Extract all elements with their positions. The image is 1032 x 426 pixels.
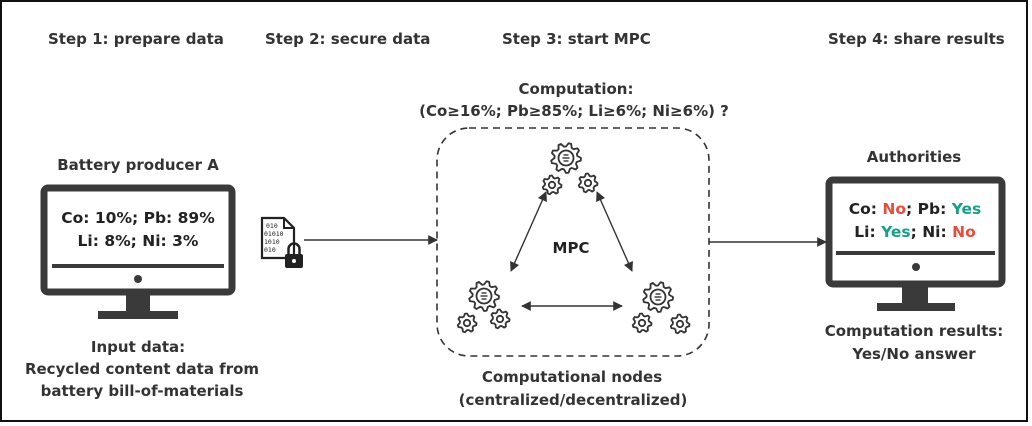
producer-monitor-icon <box>40 184 236 319</box>
ni-result: No <box>952 223 976 241</box>
gear-icon <box>642 281 674 313</box>
gear-icon <box>541 174 563 196</box>
ni-label: ; Ni: <box>910 223 947 241</box>
li-label: Li: <box>854 223 876 241</box>
gear-icon <box>489 308 511 330</box>
gear-icon <box>577 172 599 194</box>
gear-icon <box>631 312 653 334</box>
binary-line-4: 010 <box>264 246 276 254</box>
encrypted-file-icon: 010 01010 1010 010 <box>260 216 303 268</box>
authorities-title: Authorities <box>866 148 962 166</box>
co-result: No <box>882 200 907 218</box>
step-4-label: Step 4: share results <box>828 30 1005 48</box>
binary-line-1: 010 <box>266 222 278 230</box>
computation-title: Computation: <box>518 80 634 98</box>
producer-caption-line-3: battery bill-of-materials <box>40 382 244 400</box>
gear-icon <box>669 313 691 335</box>
gear-icon <box>550 142 582 174</box>
mpc-label: MPC <box>553 239 590 257</box>
arrow-node-top-right <box>596 191 633 272</box>
computation-condition: (Co≥16%; Pb≥85%; Li≥6%; Ni≥6%) ? <box>419 102 729 120</box>
padlock-icon <box>285 242 303 268</box>
binary-line-2: 01010 <box>264 230 284 238</box>
authorities-screen-line-1: Co: No; Pb: Yes <box>849 199 981 220</box>
gear-icon <box>468 280 500 312</box>
mpc-caption-line-2: (centralized/decentralized) <box>458 391 688 409</box>
li-result: Yes <box>881 223 911 241</box>
co-label: Co: <box>848 200 877 218</box>
gear-icon <box>456 312 478 334</box>
authorities-monitor-icon <box>825 176 1006 311</box>
producer-title: Battery producer A <box>57 156 219 174</box>
arrow-node-top-left <box>510 191 547 272</box>
step-1-label: Step 1: prepare data <box>48 30 224 48</box>
producer-screen-line-1: Co: 10%; Pb: 89% <box>61 209 215 227</box>
mpc-caption-line-1: Computational nodes <box>481 368 663 386</box>
pb-label: ; Pb: <box>906 200 947 218</box>
producer-screen-line-2: Li: 8%; Ni: 3% <box>77 232 199 250</box>
computational-node-right <box>631 281 691 335</box>
computational-node-top <box>541 142 599 196</box>
producer-caption-line-1: Input data: <box>90 338 186 356</box>
step-3-label: Step 3: start MPC <box>502 30 651 48</box>
producer-caption-line-2: Recycled content data from <box>24 360 260 378</box>
step-2-label: Step 2: secure data <box>265 30 431 48</box>
computational-node-left <box>456 280 511 334</box>
authorities-caption-line-2: Yes/No answer <box>852 345 976 363</box>
authorities-screen-line-2: Li: Yes; Ni: No <box>854 222 975 243</box>
authorities-caption-line-1: Computation results: <box>824 322 1004 340</box>
binary-line-3: 1010 <box>264 238 280 246</box>
pb-result: Yes <box>951 200 982 218</box>
